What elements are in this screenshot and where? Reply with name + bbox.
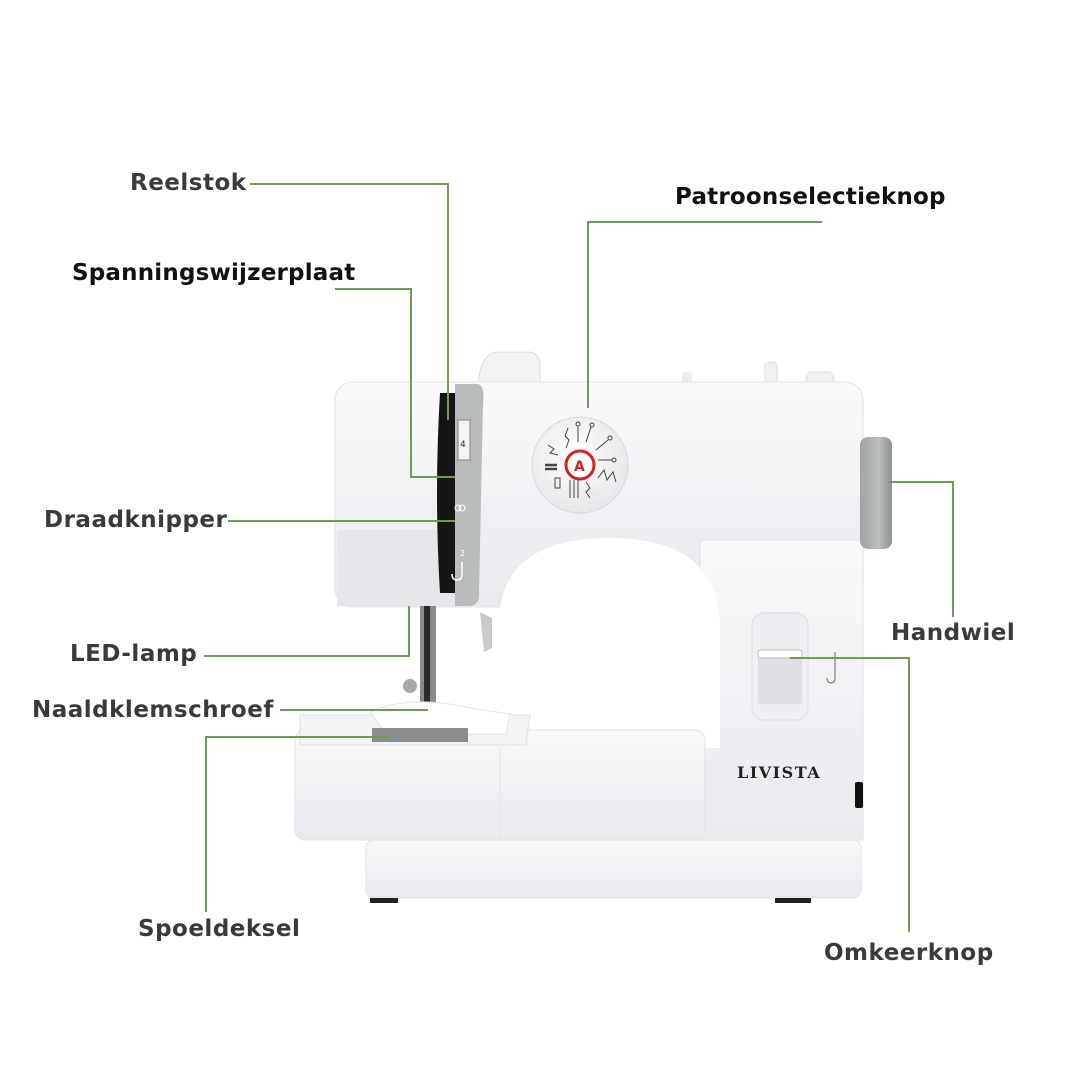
leader-handwiel <box>889 481 954 617</box>
label-patroonselectieknop: Patroonselectieknop <box>675 184 946 210</box>
leader-reelstok <box>250 183 449 420</box>
leader-lines <box>204 183 954 932</box>
spool-pins <box>477 351 835 385</box>
svg-text:4: 4 <box>460 440 466 450</box>
leader-omkeerknop <box>790 657 910 932</box>
leader-spanningswijzerplaat <box>335 288 455 478</box>
leader-patroonselectieknop <box>587 221 822 408</box>
label-spanningswijzerplaat: Spanningswijzerplaat <box>72 260 356 286</box>
brand-logo: LIVISTA <box>737 763 822 782</box>
label-handwiel: Handwiel <box>891 620 1016 646</box>
pattern-selection-dial: A <box>531 416 629 514</box>
label-spoeldeksel: Spoeldeksel <box>138 916 301 942</box>
label-omkeerknop: Omkeerknop <box>824 940 994 966</box>
machine-base <box>365 839 862 899</box>
svg-text:2: 2 <box>460 549 465 558</box>
label-led-lamp: LED-lamp <box>70 641 198 667</box>
svg-text:A: A <box>574 459 585 475</box>
leader-spoeldeksel <box>205 736 388 912</box>
label-draadknipper: Draadknipper <box>44 507 228 533</box>
leader-led-lamp <box>204 606 410 657</box>
label-naaldklemschroef: Naaldklemschroef <box>32 697 274 723</box>
bobbin-cover <box>372 728 468 742</box>
label-reelstok: Reelstok <box>130 170 247 196</box>
handwheel <box>860 437 892 549</box>
